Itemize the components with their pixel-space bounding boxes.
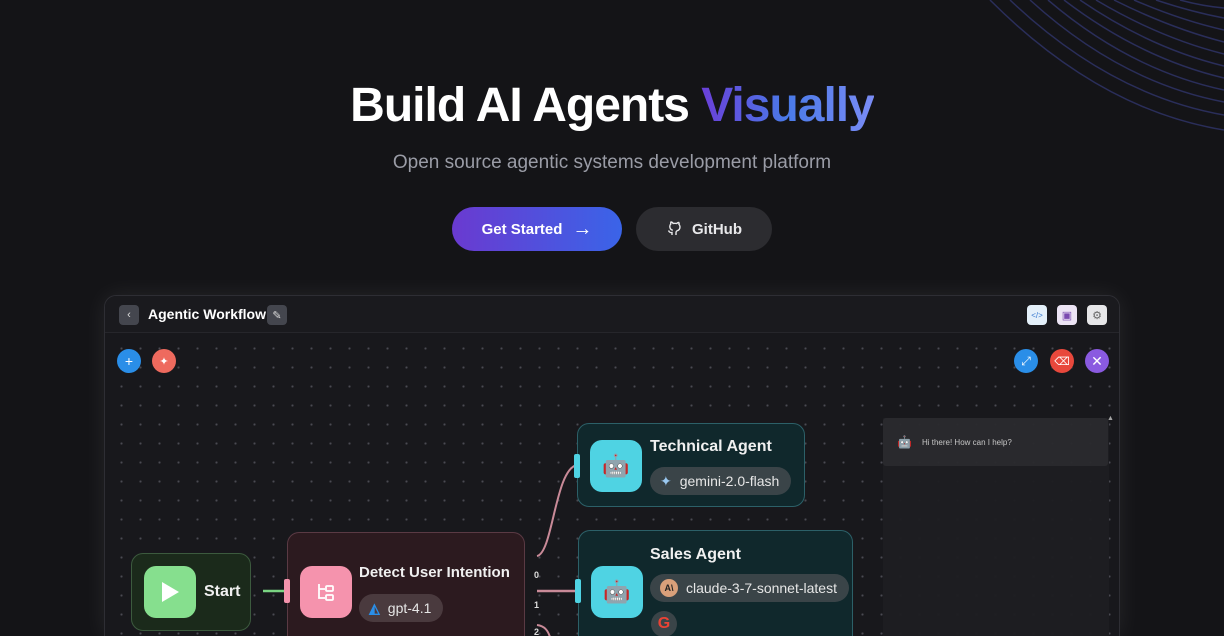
hero-subtitle: Open source agentic systems development … [392, 152, 832, 173]
code-button[interactable]: </> [1027, 305, 1047, 325]
port-label: 2 [534, 627, 540, 636]
input-handle[interactable] [284, 579, 290, 603]
input-handle[interactable] [575, 579, 581, 603]
expand-button[interactable]: ⤢ [1014, 349, 1038, 373]
eraser-icon: ⌫ [1054, 355, 1070, 368]
node-sales-agent[interactable]: 🤖 Sales Agent A\claude-3-7-sonnet-latest… [575, 530, 853, 636]
azure-icon: ◭ [369, 599, 380, 616]
close-chat-button[interactable]: ✕ [1085, 349, 1109, 373]
port-label: 1 [534, 600, 540, 610]
model-badge: ◭gpt-4.1 [359, 594, 444, 622]
bot-avatar-icon: 🤖 [897, 435, 912, 449]
sparkle-icon: ✦ [159, 355, 169, 368]
save-button[interactable]: ▣ [1057, 305, 1077, 325]
code-icon: </> [1031, 310, 1043, 320]
edge-intent-technical [536, 464, 578, 557]
workflow-title: Agentic Workflow [148, 306, 266, 322]
workflow-editor: ‹ Agentic Workflow ✎ </> ▣ ⚙ + ✦ ⤢ ⌫ ✕ S… [104, 295, 1120, 636]
pencil-icon: ✎ [272, 309, 282, 322]
edit-title-button[interactable]: ✎ [267, 305, 287, 325]
google-icon: G [651, 611, 677, 636]
node-technical-agent[interactable]: 🤖 Technical Agent ✦gemini-2.0-flash [574, 423, 805, 507]
ai-assist-button[interactable]: ✦ [152, 349, 176, 373]
gemini-icon: ✦ [660, 472, 672, 489]
workflow-canvas[interactable]: + ✦ ⤢ ⌫ ✕ Start Detect User Intention ◭g… [105, 333, 1119, 636]
expand-icon: ⤢ [1021, 353, 1031, 368]
node-start[interactable]: Start [131, 553, 251, 631]
settings-icon: ⚙ [1092, 309, 1102, 322]
back-button[interactable]: ‹ [119, 305, 139, 325]
arrow-right-icon: → [572, 217, 593, 240]
chat-panel: 🤖Hi there! How can I help? ▲ [883, 415, 1114, 636]
close-icon: ✕ [1091, 352, 1103, 369]
chat-message: 🤖Hi there! How can I help? [883, 418, 1108, 466]
robot-icon: 🤖 [591, 566, 643, 618]
editor-header: ‹ Agentic Workflow ✎ </> ▣ ⚙ [105, 296, 1119, 333]
port-label: 0 [534, 570, 540, 580]
scroll-up-icon[interactable]: ▲ [1107, 415, 1114, 422]
add-icon: + [124, 353, 134, 369]
robot-icon: 🤖 [590, 440, 642, 492]
router-icon [300, 566, 352, 618]
settings-button[interactable]: ⚙ [1087, 305, 1107, 325]
decorative-arcs [989, 0, 1224, 131]
save-icon: ▣ [1061, 309, 1073, 322]
clear-chat-button[interactable]: ⌫ [1050, 349, 1074, 373]
github-button[interactable]: GitHub [636, 207, 772, 251]
hero-title: Build AI Agents Visually [350, 79, 875, 132]
chevron-left-icon: ‹ [127, 309, 131, 321]
model-badge: A\claude-3-7-sonnet-latest [650, 574, 849, 602]
github-icon [667, 221, 681, 235]
play-icon [144, 566, 196, 618]
input-handle[interactable] [574, 454, 580, 478]
anthropic-icon: A\ [660, 579, 678, 597]
model-badge: ✦gemini-2.0-flash [650, 467, 792, 495]
get-started-button[interactable]: Get Started→ [452, 207, 622, 251]
node-detect-intention[interactable]: Detect User Intention ◭gpt-4.1 0 1 2 [284, 532, 539, 636]
add-node-button[interactable]: + [117, 349, 141, 373]
